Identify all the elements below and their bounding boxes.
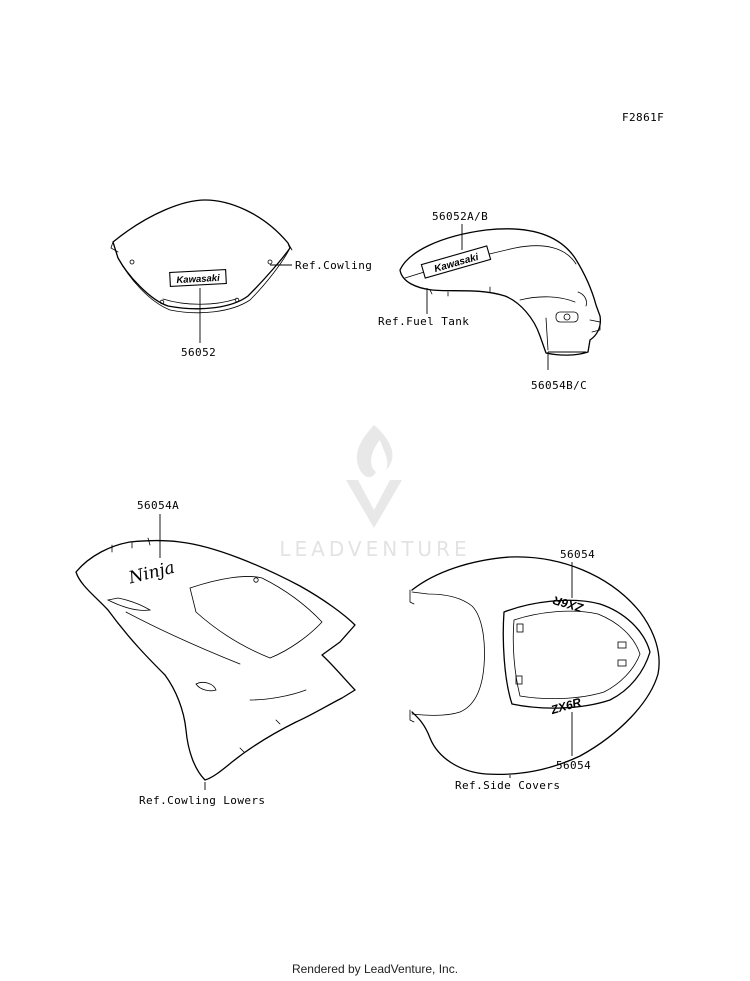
windshield-decal: [169, 268, 227, 288]
watermark-flame-icon: [356, 425, 393, 478]
figure-code: F2861F: [622, 111, 664, 124]
cowling-lower: Ninja: [75, 537, 356, 781]
ref-cowling-lowers-label: Ref.Cowling Lowers: [139, 794, 265, 807]
cowling-script-text: Ninja: [126, 558, 177, 589]
tank-part-bottom-label: 56054B/C: [531, 379, 587, 392]
footer-credit: Rendered by LeadVenture, Inc.: [291, 962, 459, 976]
watermark-text: LEADVENTURE: [279, 537, 470, 561]
fuel-tank: Kawasaki: [399, 228, 602, 356]
windshield: Kawasaki: [110, 199, 293, 314]
windshield-brand-text: Kawasaki: [176, 273, 220, 286]
cowling-part-label: 56054A: [137, 499, 179, 512]
tank-part-top-label: 56052A/B: [432, 210, 488, 223]
seat-cover: ZX6R ZX6R: [409, 556, 660, 776]
watermark-v-icon: [346, 480, 402, 528]
seat-part-top-label: 56054: [560, 548, 595, 561]
tank-decal: [420, 245, 492, 279]
ref-side-covers-label: Ref.Side Covers: [455, 779, 560, 792]
windshield-part-label: 56052: [181, 346, 216, 359]
ref-fuel-tank-label: Ref.Fuel Tank: [378, 315, 469, 328]
seat-part-bottom-label: 56054: [556, 759, 591, 772]
leadventure-watermark: LEADVENTURE: [279, 425, 470, 561]
ref-cowling-label: Ref.Cowling: [295, 259, 372, 272]
